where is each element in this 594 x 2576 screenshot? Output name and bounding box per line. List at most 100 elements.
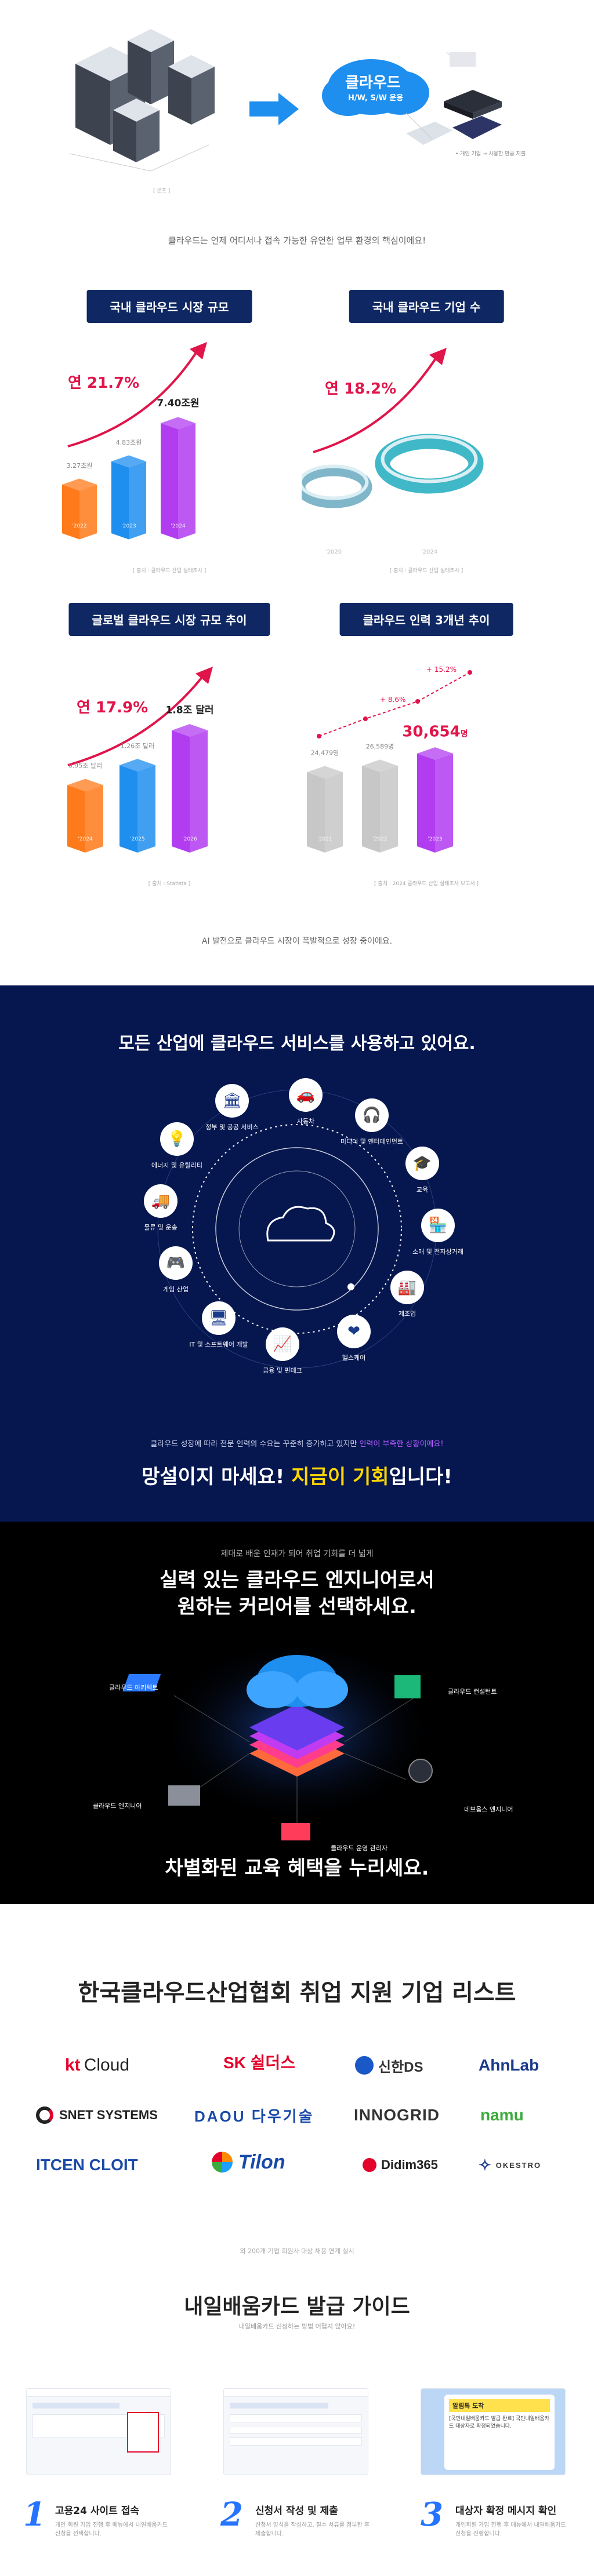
category-label-2: '2024 (171, 523, 186, 529)
step-1-desc: 개인 회원 가입 진행 후 메뉴에서 내일배움카드 신청을 선택합니다. (55, 2522, 168, 2537)
trend-line (317, 670, 472, 738)
career-role-engineer: 클라우드 엔지니어 (93, 1802, 142, 1810)
gamepad-icon: 🎮 (159, 1246, 193, 1280)
stat-source: [ 출처 : Statista ] (148, 881, 191, 887)
factory-icon: 🏭 (390, 1271, 424, 1304)
ring-0 (302, 464, 372, 508)
industries-cta: 망설이지 마세요! 지금이 기회입니다! (142, 1465, 452, 1489)
category-label-0: '2024 (78, 836, 93, 842)
industries-title: 모든 산업에 클라우드 서비스를 사용하고 있어요. (118, 1034, 476, 1054)
okestro-icon: ✧ (479, 2156, 492, 2174)
step-1-number: 1 (23, 2495, 46, 2534)
step-1-title: 고용24 사이트 접속 (55, 2505, 139, 2517)
category-label-2: '2023 (428, 836, 442, 842)
ring-1 (375, 434, 484, 494)
growth-rate: 연 18.2% (325, 380, 397, 398)
industry-item-retail: 🏪 소매 및 전자상거래 (400, 1209, 476, 1256)
ring-chart: '2020'2024 (302, 434, 484, 555)
logo-didim365: Didim365 (363, 2153, 438, 2177)
didim-icon (363, 2158, 376, 2172)
step-1-screenshot (26, 2388, 171, 2475)
stat-title: 국내 클라우드 시장 규모 (86, 290, 252, 323)
building-icon: 🏛 (215, 1084, 249, 1118)
stat-source: [ 출처 : 클라우드 산업 실태조사 ] (132, 568, 207, 574)
logo-daou-tech: DAOU 다우기술 (194, 2107, 314, 2125)
value-label-1: 4.83조원 (116, 439, 142, 446)
stat-title: 클라우드 인력 3개년 추이 (339, 603, 513, 636)
growth-arrow (67, 342, 207, 447)
growth-small-2: + 15.2% (426, 665, 457, 674)
industry-item-auto: 🚗 자동차 (268, 1078, 343, 1126)
companies-note: 외 200개 기업 회원사 대상 채용 연계 실시 (240, 2247, 354, 2255)
logo-innogrid: INNOGRID (354, 2106, 440, 2124)
category-label-2: '2026 (182, 836, 197, 842)
heart-icon: ❤ (337, 1315, 371, 1348)
step-3-title: 대상자 확정 메시지 확인 (455, 2505, 557, 2517)
stat-card-workforce: 클라우드 인력 3개년 추이 + 8.6% + 15.2% 24,479명 '20… (302, 603, 551, 904)
category-label-1: '2022 (372, 836, 387, 842)
bar-1 (111, 455, 146, 540)
logo-namu: namu (480, 2106, 524, 2124)
step-2-number: 2 (220, 2495, 243, 2534)
car-icon: 🚗 (289, 1078, 323, 1112)
category-label-0: '2022 (72, 523, 86, 529)
companies-title: 한국클라우드산업협회 취업 지원 기업 리스트 (78, 1980, 516, 2006)
category-label-0: '2021 (317, 836, 332, 842)
value-unit: 명 (461, 729, 468, 738)
hero-caption-left: [ 온프 ] (153, 188, 171, 194)
logo-snet-systems: SNET SYSTEMS (36, 2104, 158, 2127)
cloud-sub-label: H/W, S/W 운용 (348, 94, 404, 103)
growth-arrow (67, 667, 213, 766)
stat-card-company-count: 국내 클라우드 기업 수 연 18.2% '2020'2024 [ 출처 : 클… (302, 290, 551, 591)
cloud-label: 클라우드 (345, 74, 401, 92)
guide-title: 내일배움카드 발급 가이드 (184, 2295, 410, 2319)
stat-title: 글로벌 클라우드 시장 규모 추이 (68, 603, 270, 636)
step-3-number: 3 (421, 2495, 443, 2534)
logo-shinhan-ds: 신한DS (355, 2054, 423, 2077)
step-2-screenshot (223, 2388, 368, 2475)
career-kicker: 제대로 배운 인재가 되어 취업 기회를 더 넓게 (220, 1549, 374, 1559)
career-section: 제대로 배운 인재가 되어 취업 기회를 더 넓게 실력 있는 클라우드 엔지니… (0, 1522, 594, 1904)
industry-item-logistics: 🚚 물류 및 운송 (123, 1184, 198, 1232)
stat-source: [ 출처 : 클라우드 산업 실태조사 ] (389, 568, 463, 574)
career-footer: 차별화된 교육 혜택을 누리세요. (165, 1857, 429, 1880)
server-illustration (69, 29, 502, 172)
career-illustration (122, 1638, 436, 1840)
industry-item-energy: 💡 에너지 및 유틸리티 (139, 1122, 215, 1170)
bar-1 (362, 759, 398, 853)
value-label-2: 7.40조원 (157, 398, 199, 409)
industries-note: 클라우드 성장에 따라 전문 인력의 수요는 꾸준히 증가하고 있지만 인력이 … (150, 1440, 444, 1449)
step-2-desc: 신청서 양식을 작성하고, 필수 서류를 첨부한 후 제출합니다. (255, 2522, 370, 2537)
value-label-1: 26,589명 (366, 743, 394, 751)
value-label-0: 3.27조원 (67, 462, 93, 470)
industry-item-game: 🎮 게임 산업 (138, 1246, 213, 1294)
bar-0 (67, 778, 103, 853)
hero-caption-right: • 개인 기업 → 사용한 만큼 지불 (455, 151, 526, 157)
category-label-0: '2020 (325, 549, 342, 555)
headphone-icon: 🎧 (355, 1098, 389, 1132)
step-3-desc: 개인회원 가입 진행 후 메뉴에서 내일배움카드 신청을 진행합니다. (455, 2522, 566, 2537)
graduation-icon: 🎓 (405, 1147, 439, 1180)
step-2-title: 신청서 작성 및 제출 (255, 2505, 338, 2517)
step-3-screenshot: 알림톡 도착 [국민내일배움카드 발급 완료] 국민내일배움카드 대상자로 확정… (421, 2388, 566, 2475)
logo-okestro: ✧ OKESTRO (479, 2156, 542, 2174)
industry-item-it: 🖥 IT 및 소프트웨어 개발 (181, 1301, 256, 1349)
guide-subtitle: 내일배움카드 신청하는 방법 어렵지 않아요! (238, 2323, 356, 2330)
logo-tilon: Tilon (212, 2151, 285, 2174)
stat-source: [ 출처 : 2024 클라우드 산업 실태조사 보고서 ] (374, 881, 479, 887)
growth-small-1: + 8.6% (380, 696, 406, 704)
stat-title: 국내 클라우드 기업 수 (349, 290, 504, 323)
value-label-1: 1.26조 달러 (121, 742, 154, 749)
stats-footer: AI 발전으로 클라우드 시장이 폭발적으로 성장 중이에요. (201, 937, 393, 946)
growth-rate: 연 17.9% (77, 699, 148, 716)
bar-2 (161, 417, 195, 540)
industry-item-healthcare: ❤ 헬스케어 (316, 1315, 392, 1362)
value-label-0: 24,479명 (311, 749, 339, 757)
